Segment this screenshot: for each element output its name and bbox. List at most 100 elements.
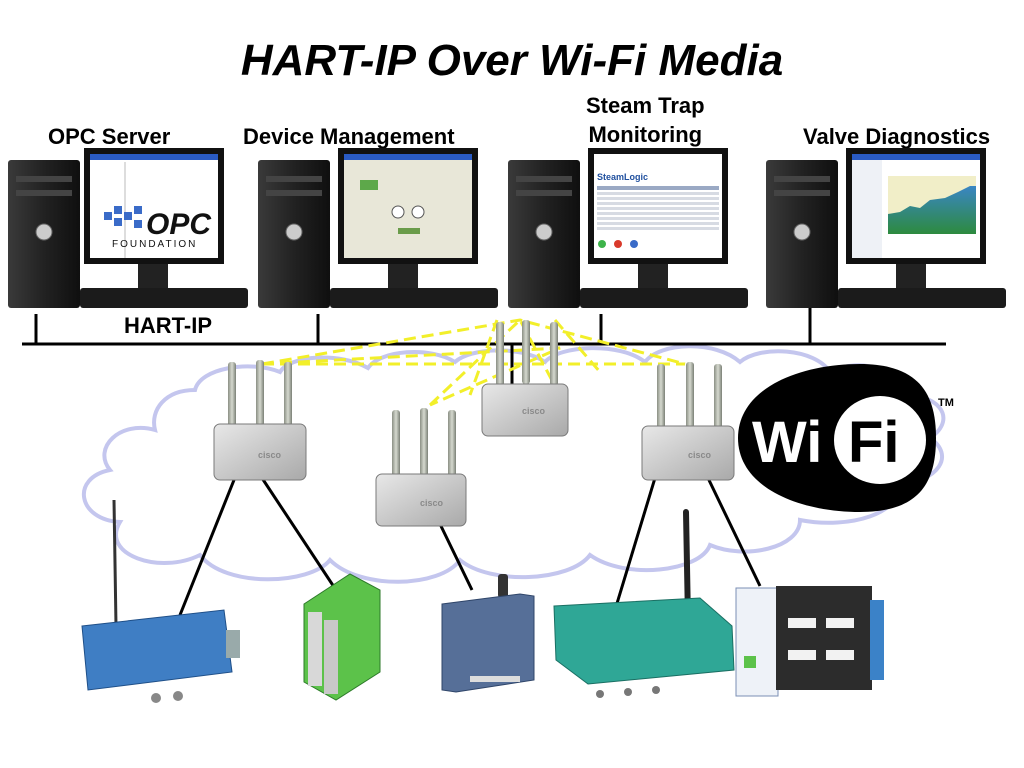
dial-icon [411,205,425,219]
power-button-icon [793,223,811,241]
opc-logo-mark [104,206,142,228]
antenna [392,410,400,478]
wifi-mesh-links [261,317,686,407]
cisco-logo-text: cisco [688,450,712,460]
nameplate [470,676,520,682]
drive-bay [774,190,830,196]
device-mgmt-keyboard [330,288,498,308]
opc-server-screen [90,154,218,258]
wifi-logo: Wi Fi TM [738,364,954,512]
steam-trap-screen [594,154,722,258]
monitor-stand [896,264,926,288]
drive-bay [266,176,322,182]
status-icon [598,240,606,248]
steam-trap-label: Steam Trap Monitoring [586,91,705,149]
green-din-rail-module [303,573,381,701]
device-links [178,474,762,616]
antenna [550,322,558,386]
power-button-icon [285,223,303,241]
steamlogic-logo: SteamLogic [597,172,648,182]
monitor-stand [138,264,168,288]
blue-wireless-adapter [81,499,240,703]
antenna [228,362,236,428]
valve-keyboard [838,288,1006,308]
ap-body [481,383,569,437]
opc-server-keyboard [80,288,248,308]
io-end-plate [870,600,884,680]
access-point-3: cisco [481,320,569,437]
link-ap4-teal-gateway [613,477,657,611]
drive-bay [16,190,72,196]
drive-bay [774,176,830,182]
antenna [714,364,722,430]
opc-foundation-text: FOUNDATION [112,239,197,250]
valve-diagnostics-station [766,148,1006,308]
blue-io-system [735,586,884,697]
mesh-link-mid [261,346,561,407]
monitor-stand [638,264,668,288]
antenna [496,322,504,386]
antenna [420,408,428,476]
cable-gland [652,686,660,694]
drive-bay [266,190,322,196]
opc-server-station: OPC FOUNDATION [8,148,248,308]
ap-body [213,423,307,481]
mesh-link-top [261,318,686,366]
steam-trap-label-line1: Steam Trap [586,93,705,118]
antenna [657,364,665,430]
opc-logo-text: OPC [146,208,212,241]
drive-bay [516,176,572,182]
action-bar [398,228,420,234]
link-ap1-green-module [258,474,340,594]
status-icon [614,240,622,248]
io-labels [788,618,854,660]
device-management-station [258,148,498,308]
antenna [448,410,456,478]
table-header [597,186,719,190]
cisco-logo-text: cisco [522,406,546,416]
side-panel [852,160,882,258]
steam-trap-keyboard [580,288,748,308]
window-titlebar [90,154,218,160]
power-button-icon [535,223,553,241]
cable-gland [173,691,183,701]
ap-body [375,473,467,527]
wifi-logo-right-text: Fi [848,410,900,475]
link-ap2-steel-transmitter [438,523,474,591]
antenna [522,320,530,384]
drive-bay [516,190,572,196]
module-body [303,573,381,701]
access-point-4: cisco [641,362,735,481]
cisco-logo-text: cisco [420,498,444,508]
window-titlebar [344,154,472,160]
link-ap4-io-system [706,477,762,587]
access-point-2: cisco [375,408,467,527]
io-terminal-block [776,586,872,690]
steam-trap-station: SteamLogic [508,148,748,308]
access-point-1: cisco [213,360,307,481]
adapter-connector [226,630,240,658]
device-management-label: Device Management [243,124,455,149]
antenna [284,362,292,428]
steam-trap-table [597,192,719,230]
diagram-title: HART-IP Over Wi-Fi Media [240,36,784,85]
whip-antenna [112,499,118,627]
opc-server-label: OPC Server [48,124,171,149]
module-face [308,612,322,686]
gateway-body [553,597,735,685]
cable-gland [596,690,604,698]
drive-bay [16,176,72,182]
antenna [686,362,694,428]
mesh-link-short [468,319,602,396]
device-mgmt-screen [344,154,472,258]
valve-trend-chart [888,186,976,234]
cable-gland [624,688,632,696]
wifi-logo-circle [834,396,926,484]
wifi-trademark-text: TM [938,397,954,409]
steam-trap-label-line2: Monitoring [588,122,703,147]
io-status-led [744,656,756,668]
power-button-icon [35,223,53,241]
cisco-logo-text: cisco [258,450,282,460]
